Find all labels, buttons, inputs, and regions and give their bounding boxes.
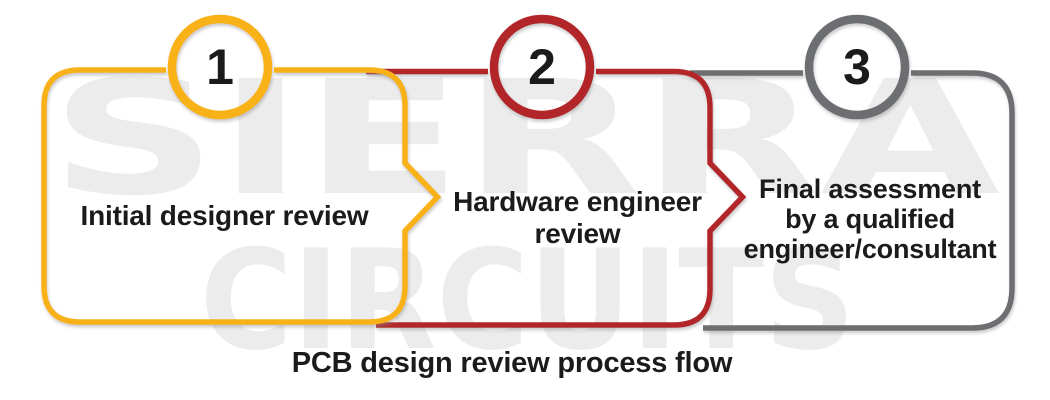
diagram-caption: PCB design review process flow: [291, 347, 733, 379]
watermark-line1: SIERRA: [50, 47, 1000, 231]
step1-number-circle: [167, 14, 273, 120]
step3-number-circle: [804, 14, 910, 120]
step2-label-line: review: [534, 218, 621, 249]
step1-label: Initial designer review: [62, 200, 387, 232]
step2-number-circle: [489, 14, 595, 120]
step1-number: 1: [206, 39, 234, 95]
step1-box-outline: [41, 67, 442, 325]
step2-label: Hardware engineer review: [430, 186, 725, 250]
step3-label-line: by a qualified: [785, 204, 955, 234]
step3-label: Final assessment by a qualified engineer…: [722, 174, 1018, 264]
step1-label-line: Initial designer review: [80, 200, 369, 231]
step3-box-outline: [690, 70, 1015, 331]
step3-label-line: engineer/consultant: [743, 234, 997, 264]
watermark-line2: CIRCUITS: [200, 220, 855, 381]
step2-number: 2: [528, 39, 556, 95]
watermark: SIERRA CIRCUITS: [50, 47, 1000, 381]
step3-label-line: Final assessment: [759, 174, 981, 204]
step2-label-line: Hardware engineer: [453, 186, 702, 217]
step3-number: 3: [843, 39, 871, 95]
